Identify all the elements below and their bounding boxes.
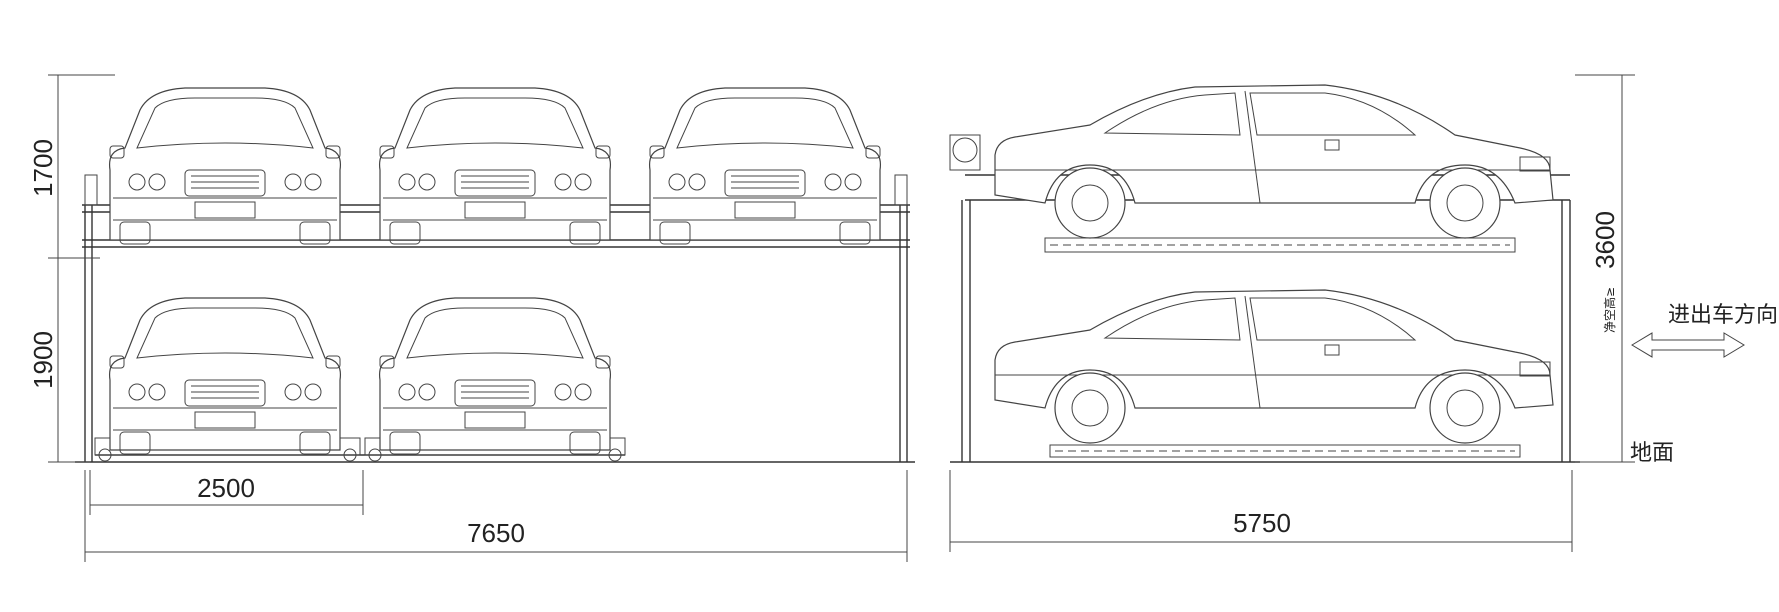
front-view <box>75 87 915 463</box>
side-dimensions: 3600 净空高≥ 5750 进出车方向 地面 <box>949 74 1778 552</box>
side-car-lower <box>994 289 1554 444</box>
side-total-width-label: 5750 <box>1233 508 1291 538</box>
entry-direction-label: 进出车方向 <box>1668 303 1778 328</box>
space-width-label: 2500 <box>197 473 255 503</box>
front-car-upper-2 <box>378 87 612 245</box>
front-total-width-label: 7650 <box>467 518 525 548</box>
side-car-upper <box>994 84 1554 239</box>
front-car-lower-1 <box>108 297 342 455</box>
ground-label: 地面 <box>1630 441 1674 466</box>
total-height-label: 3600 <box>1590 211 1620 269</box>
upper-height-label: 1700 <box>28 139 58 197</box>
front-dimensions: 1700 1900 2500 7650 <box>28 74 908 562</box>
entry-direction-arrow-icon <box>1631 332 1745 358</box>
front-car-upper-3 <box>648 87 882 245</box>
lower-height-label: 1900 <box>28 331 58 389</box>
front-car-upper-1 <box>108 87 342 245</box>
clear-height-label: 净空高≥ <box>1602 287 1617 333</box>
front-car-lower-2 <box>378 297 612 455</box>
side-view <box>949 84 1580 463</box>
